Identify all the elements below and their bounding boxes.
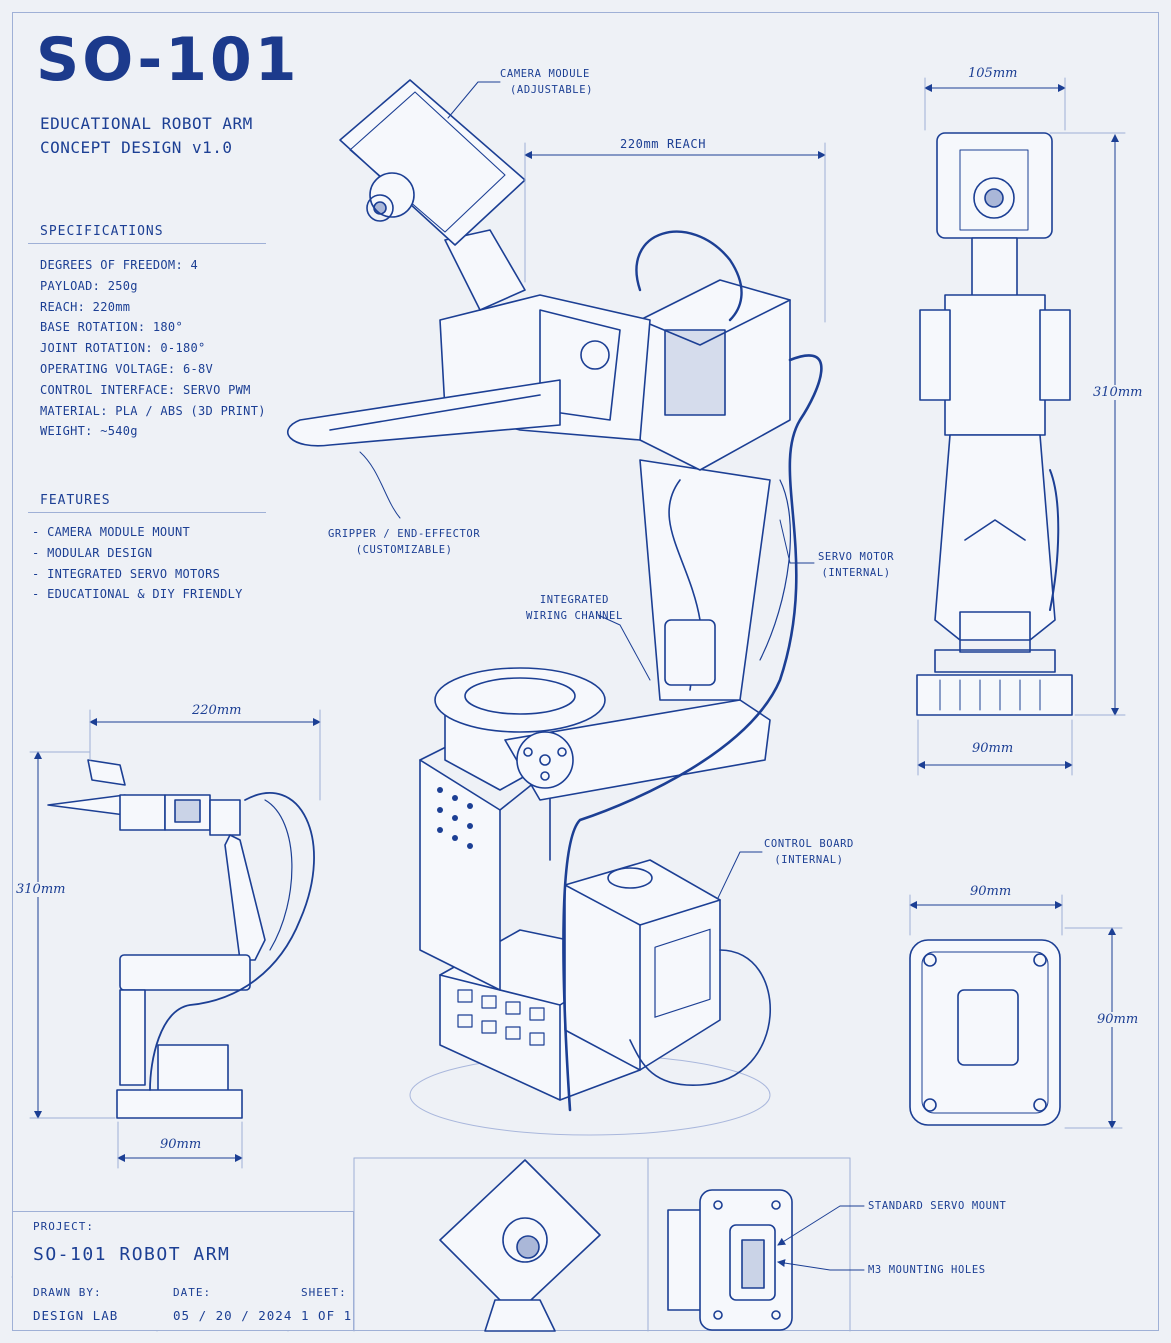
specifications-rule: [28, 243, 266, 244]
title-block: PROJECT: SO-101 ROBOT ARM DRAWN BY: DESI…: [12, 1211, 354, 1331]
camera-detail-drawing: [439, 1159, 601, 1332]
callout-board-line1: CONTROL BOARD: [764, 838, 854, 850]
date-value: 05 / 20 / 2024: [173, 1308, 293, 1323]
callout-camera-line2: (ADJUSTABLE): [510, 84, 594, 96]
spec-item: PAYLOAD: 250g: [40, 278, 138, 293]
detail-panel-frames: [353, 1157, 851, 1332]
spec-item: OPERATING VOLTAGE: 6-8V: [40, 361, 214, 376]
top-width-dimension: 90mm: [970, 884, 1012, 899]
feature-item: EDUCATIONAL & DIY FRIENDLY: [40, 584, 243, 605]
top-view-dimensions: [909, 894, 1123, 1129]
feature-item: CAMERA MODULE MOUNT: [40, 522, 243, 543]
side-view-drawing: [47, 759, 315, 1119]
callout-board-line2: (INTERNAL): [774, 854, 844, 866]
callout-servo-line1: SERVO MOTOR: [818, 551, 895, 563]
spec-item: CONTROL INTERFACE: SERVO PWM: [40, 382, 251, 397]
side-height-dimension: 310mm: [16, 882, 66, 897]
features-rule: [28, 512, 266, 513]
sheet-label: SHEET:: [301, 1286, 347, 1299]
specifications-list: DEGREES OF FREEDOM: 4 PAYLOAD: 250g REAC…: [40, 255, 266, 442]
m3-holes-callout: M3 MOUNTING HOLES: [868, 1264, 986, 1276]
main-arm-drawing: [287, 79, 823, 1136]
sheet-value: 1 OF 1: [301, 1308, 353, 1323]
top-view-drawing: [909, 939, 1061, 1126]
front-width-dimension: 105mm: [968, 66, 1018, 81]
spec-item: DEGREES OF FREEDOM: 4: [40, 258, 199, 272]
spec-item: BASE ROTATION: 180°: [40, 320, 183, 335]
reach-dimension: [524, 142, 826, 323]
feature-item: INTEGRATED SERVO MOTORS: [40, 564, 243, 585]
front-view-dimensions: [917, 77, 1126, 776]
side-view-dimensions: [29, 709, 321, 1169]
detail-leaders: [777, 1205, 865, 1271]
spec-item: MATERIAL: PLA / ABS (3D PRINT): [40, 403, 266, 418]
subtitle-line-1: EDUCATIONAL ROBOT ARM: [40, 114, 253, 133]
page-title: SO-101: [36, 25, 300, 95]
front-view-drawing: [916, 132, 1073, 716]
callout-wiring-line2: WIRING CHANNEL: [526, 610, 623, 622]
reach-dimension-label: 220mm REACH: [620, 137, 707, 151]
side-base-dimension: 90mm: [160, 1137, 202, 1152]
drawn-by-value: DESIGN LAB: [33, 1308, 119, 1323]
wiring-channel-callout: INTEGRATED WIRING CHANNEL: [526, 592, 623, 624]
servo-mount-detail-drawing: [667, 1189, 793, 1331]
gripper-callout: GRIPPER / END-EFFECTOR (CUSTOMIZABLE): [328, 526, 480, 558]
spec-item: JOINT ROTATION: 0-180°: [40, 341, 206, 356]
servo-motor-callout: SERVO MOTOR (INTERNAL): [818, 549, 894, 581]
side-width-dimension: 220mm: [192, 703, 242, 718]
servo-mount-callout: STANDARD SERVO MOUNT: [868, 1200, 1007, 1212]
callout-leaders: [359, 81, 815, 899]
callout-gripper-line2: (CUSTOMIZABLE): [355, 544, 453, 556]
callout-servo-line2: (INTERNAL): [821, 567, 891, 579]
project-value: SO-101 ROBOT ARM: [33, 1244, 231, 1265]
front-base-dimension: 90mm: [972, 741, 1014, 756]
front-height-dimension: 310mm: [1093, 385, 1143, 400]
spec-item: REACH: 220mm: [40, 299, 131, 314]
date-label: DATE:: [173, 1286, 212, 1299]
specifications-heading: SPECIFICATIONS: [40, 224, 164, 239]
features-heading: FEATURES: [40, 493, 111, 508]
sheet-border: [12, 12, 1159, 1331]
camera-module-callout: CAMERA MODULE (ADJUSTABLE): [500, 66, 593, 98]
page-subtitle: EDUCATIONAL ROBOT ARM CONCEPT DESIGN v1.…: [40, 112, 253, 160]
spec-item: WEIGHT: ~540g: [40, 424, 138, 439]
control-board-callout: CONTROL BOARD (INTERNAL): [764, 836, 854, 868]
callout-wiring-line1: INTEGRATED: [539, 594, 610, 606]
top-height-dimension: 90mm: [1097, 1012, 1139, 1027]
project-label: PROJECT:: [33, 1220, 94, 1233]
subtitle-line-2: CONCEPT DESIGN v1.0: [40, 138, 233, 157]
features-list: CAMERA MODULE MOUNT MODULAR DESIGN INTEG…: [40, 522, 243, 605]
callout-camera-line1: CAMERA MODULE: [500, 68, 590, 80]
feature-item: MODULAR DESIGN: [40, 543, 243, 564]
callout-gripper-line1: GRIPPER / END-EFFECTOR: [328, 528, 481, 540]
drawn-by-label: DRAWN BY:: [33, 1286, 102, 1299]
